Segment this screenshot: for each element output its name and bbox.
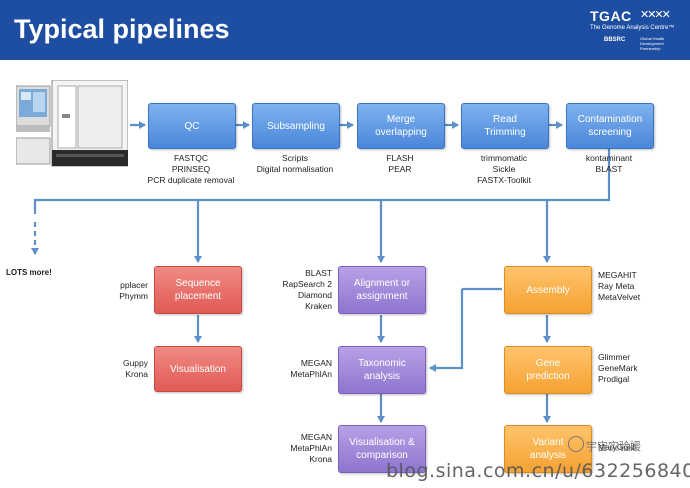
bbsrc-logo: BBSRC	[604, 37, 626, 43]
tool-label: Scripts	[282, 153, 308, 163]
tool-label: Prodigal	[598, 374, 630, 384]
sequence-placement-box: Sequence placement	[154, 266, 242, 314]
watermark-account: 宇宙实验媛	[586, 440, 641, 453]
assembly-label: Assembly	[526, 284, 570, 296]
partner-logo-text: Global Health Development Partnership	[640, 36, 665, 51]
tool-label: Kraken	[305, 301, 332, 311]
tool-label: GeneMark	[598, 363, 638, 373]
lots-more-label: LOTS more!	[6, 268, 52, 277]
tool-label: Sickle	[492, 164, 516, 174]
tool-label: Krona	[309, 454, 332, 464]
trimming-tools: trimmomatic Sickle FASTX-Toolkit	[461, 153, 547, 186]
page-title: Typical pipelines	[14, 14, 230, 44]
variant-analysis-label: Variant analysis	[529, 437, 567, 461]
subsampling-label: Subsampling	[267, 120, 325, 132]
assembly-tools: MEGAHIT Ray Meta MetaVelvet	[598, 270, 678, 303]
alignment-assignment-label: Alignment or assignment	[353, 278, 411, 302]
tool-label: PEAR	[388, 164, 412, 174]
subsampling-box: Subsampling	[252, 103, 340, 149]
tool-label: Phymm	[119, 291, 148, 301]
tool-label: FLASH	[386, 153, 414, 163]
contamination-screening-box: Contamination screening	[566, 103, 654, 149]
merge-overlapping-label: Merge overlapping	[375, 114, 427, 138]
assembly-box: Assembly	[504, 266, 592, 314]
tgac-logo-subtitle: The Genome Analysis Centre™	[590, 25, 675, 31]
tool-label: MetaVelvet	[598, 292, 641, 302]
taxonomic-tools: MEGAN MetaPhlAn	[264, 358, 332, 380]
tool-label: RapSearch 2	[282, 279, 332, 289]
arrow-assembly-taxonomic	[429, 289, 464, 372]
placement-tools: pplacer Phymm	[98, 280, 148, 302]
alignment-tools: BLAST RapSearch 2 Diamond Kraken	[264, 268, 332, 312]
tool-label: BLAST	[595, 164, 623, 174]
qc-box: QC	[148, 103, 236, 149]
tool-label: MEGAN	[300, 432, 332, 442]
tool-label: trimmomatic	[480, 153, 528, 163]
visualisation-comparison-box: Visualisation & comparison	[338, 425, 426, 473]
tool-label: Diamond	[297, 290, 332, 300]
visualisation-tools: Guppy Krona	[98, 358, 148, 380]
taxonomic-analysis-label: Taxonomic analysis	[358, 358, 406, 382]
variant-tools: MaryGold	[598, 442, 678, 453]
gene-prediction-tools: Glimmer GeneMark Prodigal	[598, 352, 678, 385]
watermark-icon	[568, 436, 584, 452]
tool-label: pplacer	[120, 280, 148, 290]
watermark-url: blog.sina.com.cn/u/6322568402	[386, 460, 690, 482]
tool-label: Glimmer	[598, 352, 631, 362]
tgac-logo-text: TGAC	[590, 8, 632, 24]
contamination-screening-label: Contamination screening	[577, 114, 643, 138]
variant-analysis-box: Variant analysis	[504, 425, 592, 473]
tgac-logo-mark: ✕✕✕✕	[640, 9, 671, 21]
header-bar: Typical pipelines TGAC ✕✕✕✕ The Genome A…	[0, 0, 690, 60]
visualisation-label: Visualisation	[170, 363, 226, 375]
tool-label: Guppy	[122, 358, 148, 368]
alignment-assignment-box: Alignment or assignment	[338, 266, 426, 314]
tool-label: BLAST	[305, 268, 332, 278]
tool-label: PCR duplicate removal	[147, 175, 235, 185]
gene-prediction-label: Gene prediction	[526, 358, 570, 382]
tool-label: FASTX-Toolkit	[477, 175, 531, 185]
read-trimming-box: Read Trimming	[461, 103, 549, 149]
qc-label: QC	[184, 120, 200, 132]
sequencer-machine-image	[16, 80, 128, 167]
tool-label: Ray Meta	[598, 281, 635, 291]
visualisation-comparison-label: Visualisation & comparison	[349, 437, 415, 461]
tool-label: MetaPhlAn	[290, 369, 332, 379]
connector-contamination-down	[33, 148, 611, 214]
visualisation-box: Visualisation	[154, 346, 242, 392]
tool-label: Digital normalisation	[256, 164, 334, 174]
gene-prediction-box: Gene prediction	[504, 346, 592, 394]
taxonomic-analysis-box: Taxonomic analysis	[338, 346, 426, 394]
tool-label: FASTQC	[173, 153, 208, 163]
read-trimming-label: Read Trimming	[484, 114, 526, 138]
subsampling-tools: Scripts Digital normalisation	[244, 153, 346, 175]
qc-tools: FASTQC PRINSEQ PCR duplicate removal	[138, 153, 244, 186]
merge-overlapping-box: Merge overlapping	[357, 103, 445, 149]
contamination-tools: kontaminant BLAST	[566, 153, 652, 175]
tool-label: kontaminant	[585, 153, 633, 163]
tool-label: Krona	[125, 369, 148, 379]
sequence-placement-label: Sequence placement	[174, 278, 222, 302]
tool-label: PRINSEQ	[171, 164, 211, 174]
tool-label: MetaPhlAn	[290, 443, 332, 453]
comparison-tools: MEGAN MetaPhlAn Krona	[264, 432, 332, 465]
tool-label: MEGAN	[300, 358, 332, 368]
tool-label: MEGAHIT	[598, 270, 637, 280]
tool-label: MaryGold	[598, 442, 635, 452]
merge-tools: FLASH PEAR	[357, 153, 443, 175]
